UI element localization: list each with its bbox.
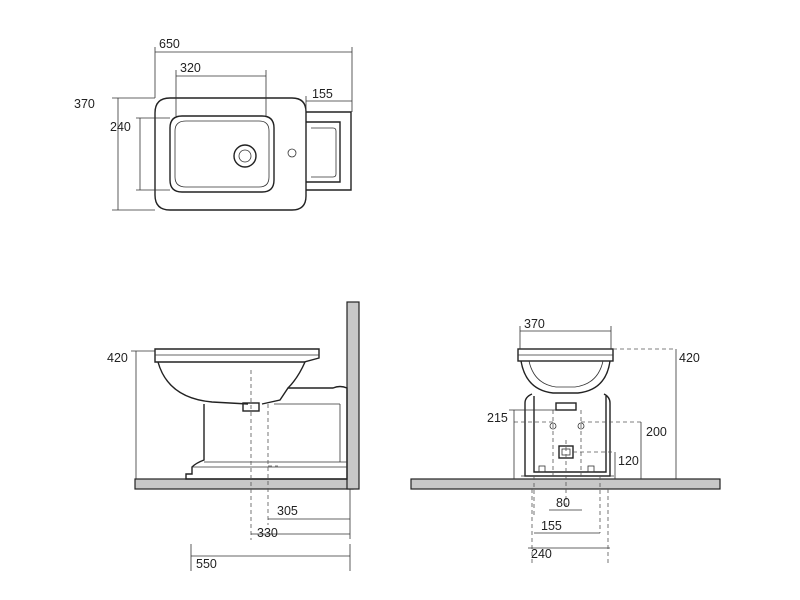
front-view: 370 420 215 200 120 80 155 240 bbox=[410, 317, 721, 565]
dim-420-front: 420 bbox=[679, 351, 700, 365]
side-view: 420 305 330 550 bbox=[107, 301, 360, 571]
dim-155-front: 155 bbox=[541, 519, 562, 533]
side-view-wall bbox=[346, 301, 360, 490]
dim-120: 120 bbox=[618, 454, 639, 468]
top-view-basin bbox=[169, 115, 275, 193]
front-view-fixing-left bbox=[549, 422, 557, 430]
front-view-pedestal bbox=[533, 396, 607, 473]
front-view-bowl bbox=[520, 360, 611, 394]
dim-200: 200 bbox=[646, 425, 667, 439]
side-view-rim bbox=[154, 348, 320, 363]
dim-330: 330 bbox=[257, 526, 278, 540]
front-view-fixing-right bbox=[577, 422, 585, 430]
side-view-pedestal bbox=[185, 385, 348, 480]
dim-305: 305 bbox=[277, 504, 298, 518]
top-view-tap-hole bbox=[287, 148, 297, 158]
dim-320: 320 bbox=[180, 61, 201, 75]
dim-155-top: 155 bbox=[312, 87, 333, 101]
dim-650: 650 bbox=[159, 37, 180, 51]
dim-215: 215 bbox=[487, 411, 508, 425]
top-view-drain bbox=[233, 144, 257, 168]
side-view-floor bbox=[134, 478, 354, 490]
top-view-pedestal bbox=[306, 111, 352, 191]
side-view-bowl bbox=[157, 361, 249, 405]
dim-240-front: 240 bbox=[531, 547, 552, 561]
top-view-rim bbox=[154, 97, 307, 211]
dim-550: 550 bbox=[196, 557, 217, 571]
dim-370-top: 370 bbox=[74, 97, 95, 111]
dim-370-front: 370 bbox=[524, 317, 545, 331]
dim-80: 80 bbox=[556, 496, 570, 510]
dim-240-top: 240 bbox=[110, 120, 131, 134]
top-view: 650 320 155 370 240 bbox=[74, 37, 353, 211]
dim-420-side: 420 bbox=[107, 351, 128, 365]
front-view-floor bbox=[410, 478, 721, 490]
